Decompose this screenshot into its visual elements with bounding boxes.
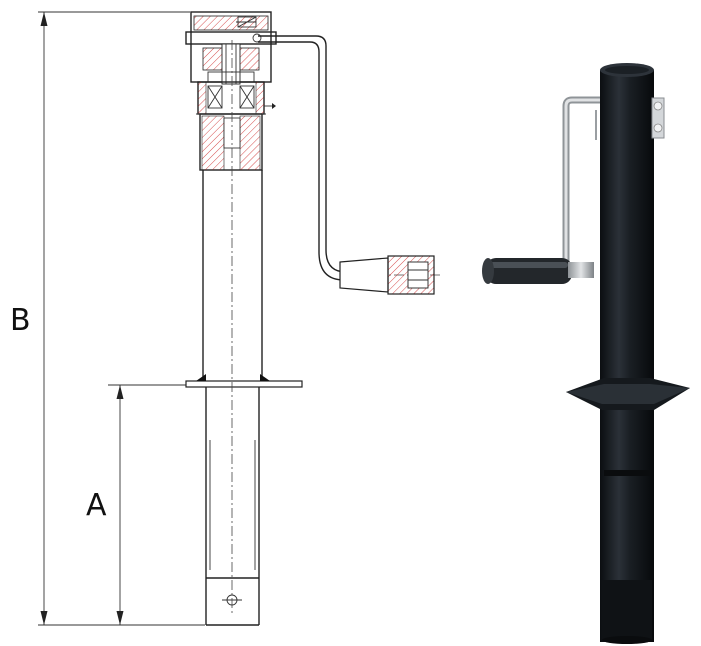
- jack-screw-nut: [196, 113, 266, 171]
- jack-bearing-section: [197, 81, 276, 115]
- jack-top-housing: [185, 11, 277, 85]
- dimension-a-label: A: [86, 488, 107, 523]
- product-handle-grip: [482, 258, 594, 284]
- jack-foot-plate: [185, 374, 303, 388]
- jack-outer-tube: [202, 170, 263, 385]
- product-crank-arm: [562, 96, 605, 270]
- dimension-a: [108, 384, 190, 625]
- technical-drawing: B A: [10, 11, 440, 626]
- dimension-b-label: B: [10, 303, 31, 338]
- dimension-b: [38, 11, 205, 626]
- crank-handle: [258, 35, 435, 295]
- jack-inner-tube: [205, 387, 260, 626]
- product-mounting-plate: [566, 378, 690, 410]
- product-side-bracket: [651, 97, 665, 139]
- jack-product-illustration: [482, 63, 690, 644]
- product-pole: [600, 63, 654, 644]
